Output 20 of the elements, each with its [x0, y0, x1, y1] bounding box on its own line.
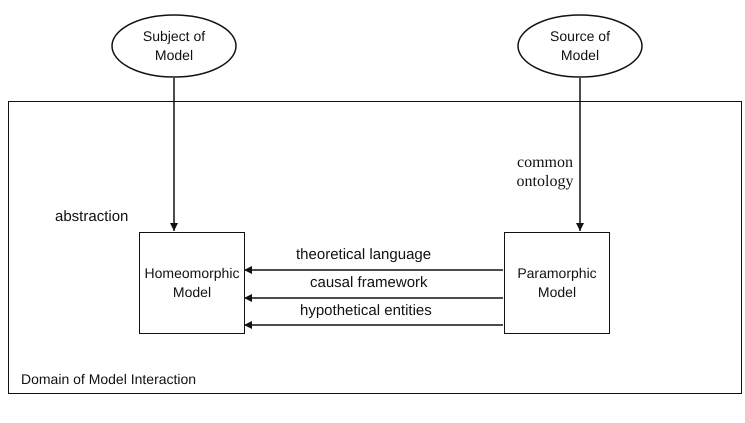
model-box [504, 232, 610, 334]
domain-label: Domain of Model Interaction [21, 370, 196, 389]
arrow [576, 78, 584, 231]
arrow [244, 266, 503, 274]
ellipse-node [111, 14, 237, 78]
arrow [244, 294, 503, 302]
domain-box [8, 101, 742, 394]
arrow [244, 321, 503, 329]
edge-label: hypothetical entities [300, 301, 432, 320]
edge-label: theoretical language [296, 245, 432, 264]
node-label: Homeomorphic Model [144, 264, 240, 302]
edge-label: abstraction [55, 207, 128, 226]
node-label: Source of Model [549, 27, 611, 65]
edge-label: common ontology [516, 153, 574, 191]
edge-label: causal framework [310, 273, 428, 292]
node-label: Subject of Model [142, 27, 206, 65]
arrow [170, 78, 178, 231]
ellipse-node [517, 14, 643, 78]
model-box [139, 232, 245, 334]
node-label: Paramorphic Model [516, 264, 598, 302]
